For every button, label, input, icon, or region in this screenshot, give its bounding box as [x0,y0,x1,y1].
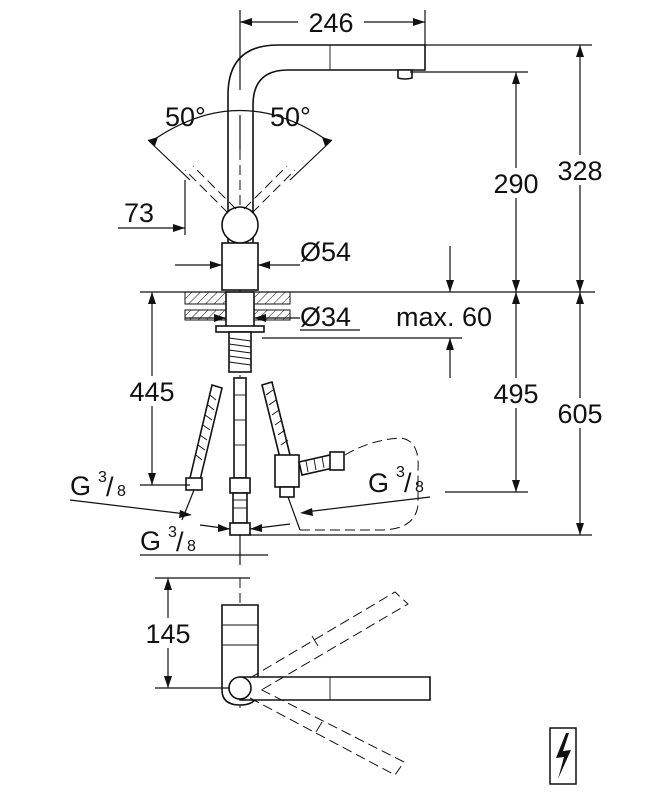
dim-445-label: 445 [129,377,174,407]
plan-spout [239,676,431,701]
dim-o34-label: Ø34 [300,302,351,332]
dim-290-label: 290 [493,169,538,199]
dim-605-label: 605 [557,399,602,429]
dim-max60-label: max. 60 [396,302,492,332]
dim-lever-offset: 73 [118,180,186,235]
svg-text:8: 8 [415,479,424,496]
supply-hoses [181,377,419,536]
connection-left-label: G 3 / 8 [69,469,192,518]
svg-text:8: 8 [117,483,126,500]
svg-text:3: 3 [168,524,177,541]
dim-below-deck-a: 495 [445,292,544,493]
dim-73-label: 73 [124,198,154,228]
angle-right-label: 50° [270,102,311,132]
svg-text:G: G [368,468,389,498]
dim-total-height: 328 [425,44,608,292]
dim-495-label: 495 [493,379,538,409]
svg-text:3: 3 [396,464,405,481]
svg-text:8: 8 [187,538,196,555]
dim-328-label: 328 [557,156,602,186]
faucet-body [221,242,259,291]
dim-body-diameter: Ø54 [175,237,351,269]
svg-text:G: G [70,471,91,501]
dim-deck-thickness: max. 60 [262,246,492,378]
svg-text:3: 3 [98,469,107,486]
spout-aerator [397,69,413,80]
connection-bottom-label: G 3 / 8 [140,523,291,565]
svg-text:/: / [106,472,114,502]
dim-spout-reach: 246 [239,8,426,90]
lightning-bolt-icon [549,727,577,785]
dim-hose-length: 445 [120,292,190,486]
svg-text:G: G [140,526,161,556]
faucet-elevation: 246 50° 50° 73 Ø54 Ø34 [69,8,608,565]
angle-left-label: 50° [165,102,206,132]
svg-text:/: / [176,527,184,557]
dim-hole-diameter: Ø34 [185,302,360,332]
dim-below-deck-b: 605 [250,292,608,536]
dim-o54-label: Ø54 [300,237,351,267]
dim-spout-height: 290 [410,71,544,292]
plan-spout-swing [249,591,409,776]
connection-right-label: G 3 / 8 [300,464,431,516]
lever-swing-positions [184,165,296,214]
svg-text:/: / [404,468,412,498]
dim-145-label: 145 [145,619,190,649]
threaded-shank [228,331,252,373]
dim-246-label: 246 [308,8,353,38]
faucet-plan-view: 145 [140,577,431,776]
dim-plan-depth: 145 [140,577,250,689]
worktop-section [140,291,595,333]
